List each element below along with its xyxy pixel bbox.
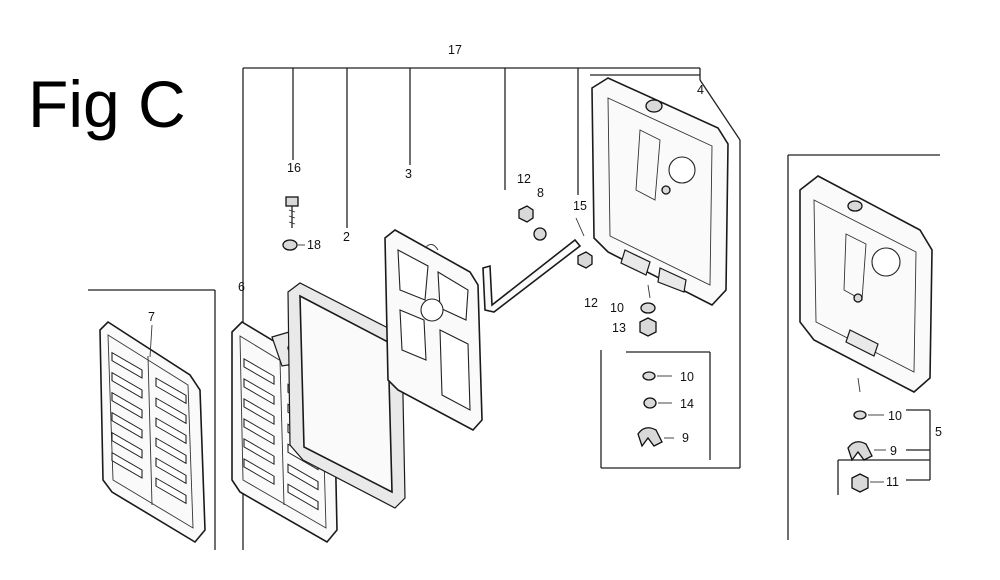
callout-13: 13: [612, 321, 626, 335]
part-14-nut: [643, 397, 672, 409]
subassembly-frame: [626, 351, 711, 460]
part-18-washer: [282, 239, 305, 251]
callout-5: 5: [935, 425, 942, 439]
part-10-washer-b: [642, 371, 672, 381]
part-12-nut-upper: [518, 205, 534, 223]
part-5-case-assembly: [787, 154, 940, 540]
callout-3: 3: [405, 167, 412, 181]
callout-labels: 17 4 16 18 3 2 6 7 12 8 15 12 10 13 10 1…: [148, 43, 942, 489]
callout-14: 14: [680, 397, 694, 411]
part-10-washer-c: [853, 410, 884, 420]
part-2-foam-element: [287, 282, 406, 509]
callout-7: 7: [148, 310, 155, 324]
callout-8: 8: [537, 186, 544, 200]
callout-9-b: 9: [890, 444, 897, 458]
callout-10-c: 10: [888, 409, 902, 423]
callout-12-upper: 12: [517, 172, 531, 186]
part-16-bolt: [285, 196, 299, 228]
callout-11: 11: [886, 475, 899, 489]
part-15-breather-tube: [482, 217, 585, 313]
grille-slots-7: [111, 351, 187, 505]
part-9-clip-b: [847, 441, 886, 462]
part-3-gasket-plate: [384, 229, 483, 432]
callout-4: 4: [697, 83, 704, 97]
part-13-wing-nut: [639, 317, 657, 337]
callout-2: 2: [343, 230, 350, 244]
callout-10-b: 10: [680, 370, 694, 384]
callout-17: 17: [448, 43, 462, 57]
figure-title: Fig C: [28, 67, 186, 141]
part-8-collar: [533, 227, 547, 241]
part-11-nut: [851, 473, 884, 493]
part-4-air-cleaner-case: [590, 74, 741, 469]
callout-6: 6: [238, 280, 245, 294]
part-10-washer-a: [640, 302, 656, 314]
callout-18: 18: [307, 238, 321, 252]
callout-16: 16: [287, 161, 301, 175]
callout-10-a: 10: [610, 301, 624, 315]
callout-15: 15: [573, 199, 587, 213]
part-12-nut-lower: [577, 251, 593, 269]
part-7-grille-cover: [88, 289, 216, 550]
callout-9-a: 9: [682, 431, 689, 445]
part-9-clip-a: [637, 427, 674, 448]
callout-12-lower: 12: [584, 296, 598, 310]
